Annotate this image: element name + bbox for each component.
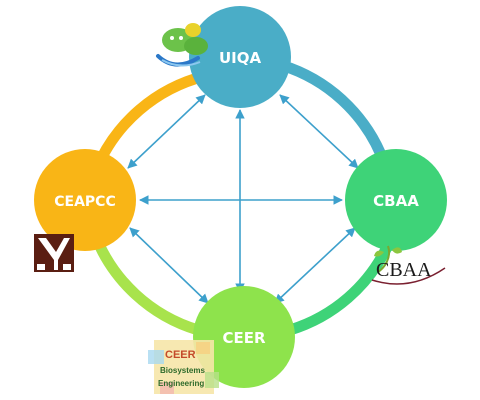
node-cbaa-label: CBAA [373,192,419,210]
node-ceapcc-label: CEAPCC [54,194,115,210]
cbaa-logo-text: CBAA [376,259,432,281]
ceapcc-logo-icon [34,234,74,272]
node-uiqa-label: UIQA [219,49,262,67]
ring-arc-ceapcc-uiqa [90,70,211,176]
uiqa-logo-icon [156,23,208,67]
ceer-logo-icon: CEER Biosystems Engineering [148,340,219,394]
arrow-uiqa-cbaa [279,94,359,169]
node-cbaa: CBAA [345,149,447,251]
arrow-cbaa-ceer [274,227,356,304]
ring-arc-ceer-ceapcc [89,229,204,336]
ceer-logo-title: CEER [165,349,196,361]
node-ceer: CEER [193,286,295,388]
ceer-logo-line2: Biosystems [160,366,205,375]
node-ceapcc: CEAPCC [34,149,136,251]
connection-arrows [127,94,359,304]
ceer-logo-line3: Engineering [158,379,204,388]
ring-arc-cbaa-ceer [284,239,394,336]
arrow-uiqa-ceapcc [127,94,206,169]
arrow-ceapcc-ceer [129,227,209,304]
node-ceer-label: CEER [222,329,266,347]
ring-arc-uiqa-cbaa [284,62,391,171]
node-uiqa: UIQA [189,6,291,108]
cbaa-logo-icon: CBAA [371,245,446,285]
